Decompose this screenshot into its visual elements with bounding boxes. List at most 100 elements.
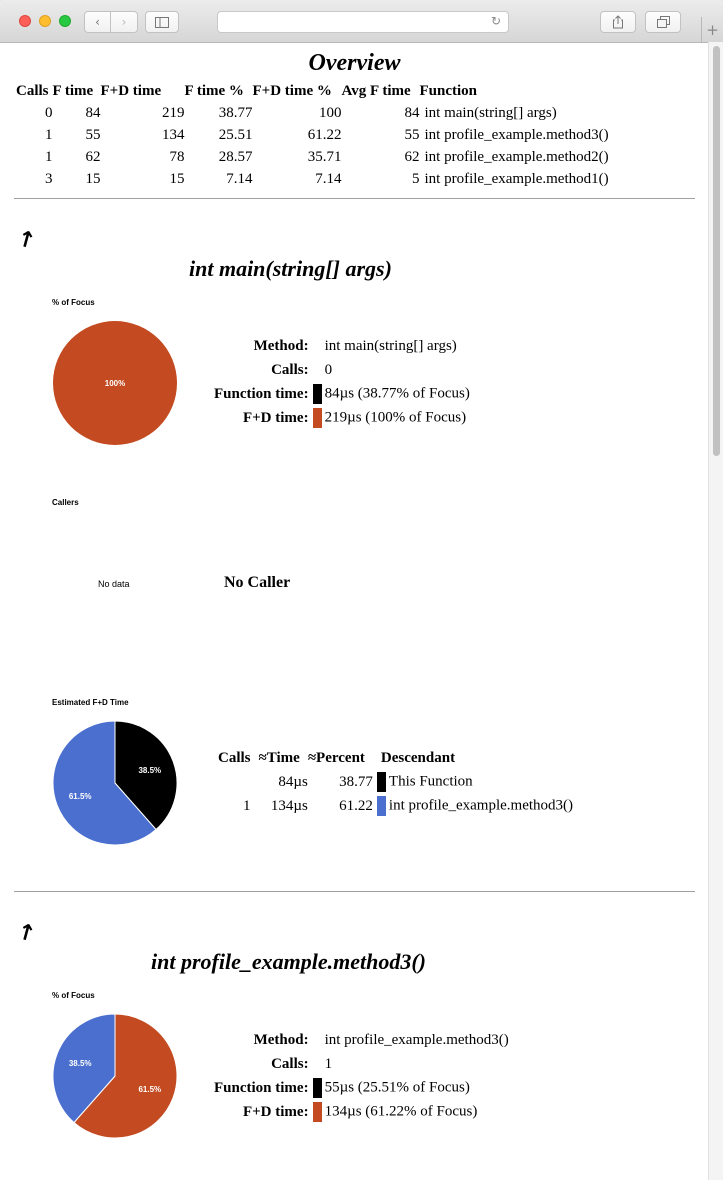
slice-label: 100% <box>105 379 125 388</box>
chevron-left-icon: ‹ <box>95 15 100 29</box>
slice-label: 61.5% <box>69 792 92 801</box>
pie-slice <box>114 720 178 831</box>
info-label: Function time: <box>214 385 309 402</box>
slice-label: 38.5% <box>69 1059 92 1068</box>
chevron-right-icon: › <box>121 15 127 29</box>
cell-avg: 5 <box>412 170 420 187</box>
new-tab-button[interactable]: + <box>701 17 723 42</box>
section-divider <box>14 198 695 199</box>
info-row: Function time: 84µs (38.77% of Focus) <box>214 382 470 406</box>
desc-percent: 61.22 <box>339 797 373 814</box>
cell-fd-time: 134 <box>162 126 185 143</box>
cell-function: int profile_example.method2() <box>424 148 609 165</box>
info-label: Function time: <box>214 1079 309 1096</box>
info-label: Calls: <box>271 361 309 378</box>
table-row: 0 84 219 38.77 100 84 int main(string[] … <box>16 102 609 124</box>
info-row: F+D time: 219µs (100% of Focus) <box>214 406 470 430</box>
address-bar[interactable]: ↻ <box>217 11 509 33</box>
calls-value: 0 <box>324 361 333 378</box>
no-data-text: No data <box>98 579 130 589</box>
info-label: Calls: <box>271 1055 309 1072</box>
cell-calls: 1 <box>45 126 53 143</box>
table-row: 1 134µs 61.22 int profile_example.method… <box>218 794 573 818</box>
cell-fd-time: 78 <box>169 148 185 165</box>
pie-slice <box>73 1013 178 1139</box>
column-header: Avg F time <box>341 82 411 99</box>
close-window-button[interactable] <box>19 15 31 27</box>
cell-f-time: 55 <box>85 126 101 143</box>
cell-f-pct: 25.51 <box>218 126 253 143</box>
sidebar-button[interactable] <box>145 11 179 33</box>
no-caller-text: No Caller <box>224 574 291 591</box>
column-header: F+D time <box>100 82 162 99</box>
info-row: Method: int main(string[] args) <box>214 334 470 358</box>
table-row: 84µs 38.77 This Function <box>218 770 573 794</box>
zoom-window-button[interactable] <box>59 15 71 27</box>
tabs-overview-button[interactable] <box>645 11 681 33</box>
section-title: int main(string[] args) <box>189 256 392 281</box>
slice-label: 38.5% <box>138 766 161 775</box>
column-header: F+D time % <box>252 82 332 99</box>
browser-toolbar: ‹ › ↻ + <box>0 0 723 43</box>
focus-pie-chart: 100% <box>53 321 177 445</box>
estimated-time-pie-chart: 38.5% 61.5% <box>52 720 178 846</box>
method-info-table: Method:int profile_example.method3() Cal… <box>214 1028 509 1124</box>
cell-fd-pct: 61.22 <box>307 126 342 143</box>
tabs-icon <box>656 16 670 28</box>
info-label: F+D time: <box>242 409 309 426</box>
method-info-table: Method: int main(string[] args) Calls: 0 F… <box>214 334 470 430</box>
info-row: Calls: 0 <box>214 358 470 382</box>
method-value: int main(string[] args) <box>324 337 457 354</box>
column-header: F time % <box>184 82 244 99</box>
cell-fd-pct: 100 <box>319 104 342 121</box>
callers-chart-label: Callers <box>52 498 79 507</box>
info-label: Method: <box>253 1031 309 1048</box>
back-button[interactable]: ‹ <box>84 11 111 33</box>
minimize-window-button[interactable] <box>39 15 51 27</box>
up-arrow-icon[interactable]: ↑ <box>14 226 39 255</box>
info-label: F+D time: <box>242 1103 309 1120</box>
function-time-value: 55µs (25.51% of Focus) <box>324 1079 470 1096</box>
forward-button[interactable]: › <box>111 11 138 33</box>
cell-function: int profile_example.method3() <box>424 126 609 143</box>
scrollbar-thumb[interactable] <box>713 46 720 456</box>
table-row: 1 55 134 25.51 61.22 55 int profile_exam… <box>16 124 609 146</box>
column-header: Calls <box>16 82 49 99</box>
descendant-link[interactable]: int profile_example.method3() <box>388 797 574 814</box>
slice-label: 61.5% <box>138 1085 161 1094</box>
vertical-scrollbar[interactable] <box>708 42 723 1180</box>
overview-header-row: Calls F time F+D time F time % F+D time … <box>16 80 609 102</box>
desc-time: 84µs <box>278 773 308 790</box>
up-arrow-icon[interactable]: ↑ <box>14 919 39 948</box>
column-header: Function <box>419 82 478 99</box>
info-label: Method: <box>253 337 309 354</box>
cell-fd-time: 219 <box>162 104 185 121</box>
reload-icon[interactable]: ↻ <box>490 14 501 28</box>
cell-avg: 55 <box>404 126 420 143</box>
info-row: F+D time: 134µs (61.22% of Focus) <box>214 1100 509 1124</box>
table-row: 1 62 78 28.57 35.71 62 int profile_examp… <box>16 146 609 168</box>
share-button[interactable] <box>600 11 636 33</box>
overview-table: Calls F time F+D time F time % F+D time … <box>16 80 609 190</box>
fd-time-value: 134µs (61.22% of Focus) <box>324 1103 478 1120</box>
function-time-value: 84µs (38.77% of Focus) <box>324 385 470 402</box>
cell-avg: 62 <box>404 148 420 165</box>
table-row: 3 15 15 7.14 7.14 5 int profile_example.… <box>16 168 609 190</box>
plus-icon: + <box>706 20 719 39</box>
cell-f-pct: 28.57 <box>218 148 253 165</box>
info-row: Method:int profile_example.method3() <box>214 1028 509 1052</box>
column-header: Descendant <box>380 749 456 766</box>
pie-slice <box>52 720 157 846</box>
cell-f-time: 15 <box>85 170 101 187</box>
estimated-chart-label: Estimated F+D Time <box>52 698 129 707</box>
desc-time: 134µs <box>270 797 308 814</box>
cell-function: int main(string[] args) <box>424 104 557 121</box>
page-content: Overview Calls F time F+D time F time % … <box>14 42 695 1180</box>
pie-slice <box>52 1013 116 1124</box>
calls-value: 1 <box>324 1055 333 1072</box>
cell-fd-time: 15 <box>169 170 185 187</box>
section-divider <box>14 891 695 892</box>
fd-time-value: 219µs (100% of Focus) <box>324 409 467 426</box>
navigation-buttons: ‹ › <box>84 11 138 33</box>
